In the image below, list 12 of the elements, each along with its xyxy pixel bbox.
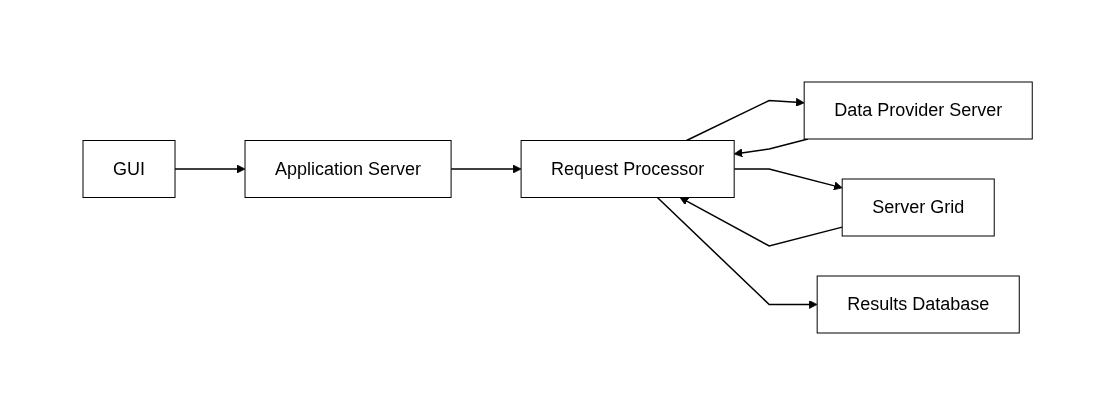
node-box: Data Provider Server	[803, 81, 1033, 139]
arrow	[685, 97, 805, 141]
node-box: Request Processor	[520, 139, 735, 198]
arrow	[656, 196, 818, 309]
arrow	[174, 164, 246, 173]
node-box: Results Database	[816, 275, 1020, 333]
node-box: Application Server	[244, 139, 452, 198]
node-box: GUI	[82, 139, 176, 198]
node-box: Server Grid	[841, 178, 995, 236]
arrow	[450, 164, 522, 173]
arrow	[733, 167, 843, 190]
arrow	[679, 196, 843, 247]
